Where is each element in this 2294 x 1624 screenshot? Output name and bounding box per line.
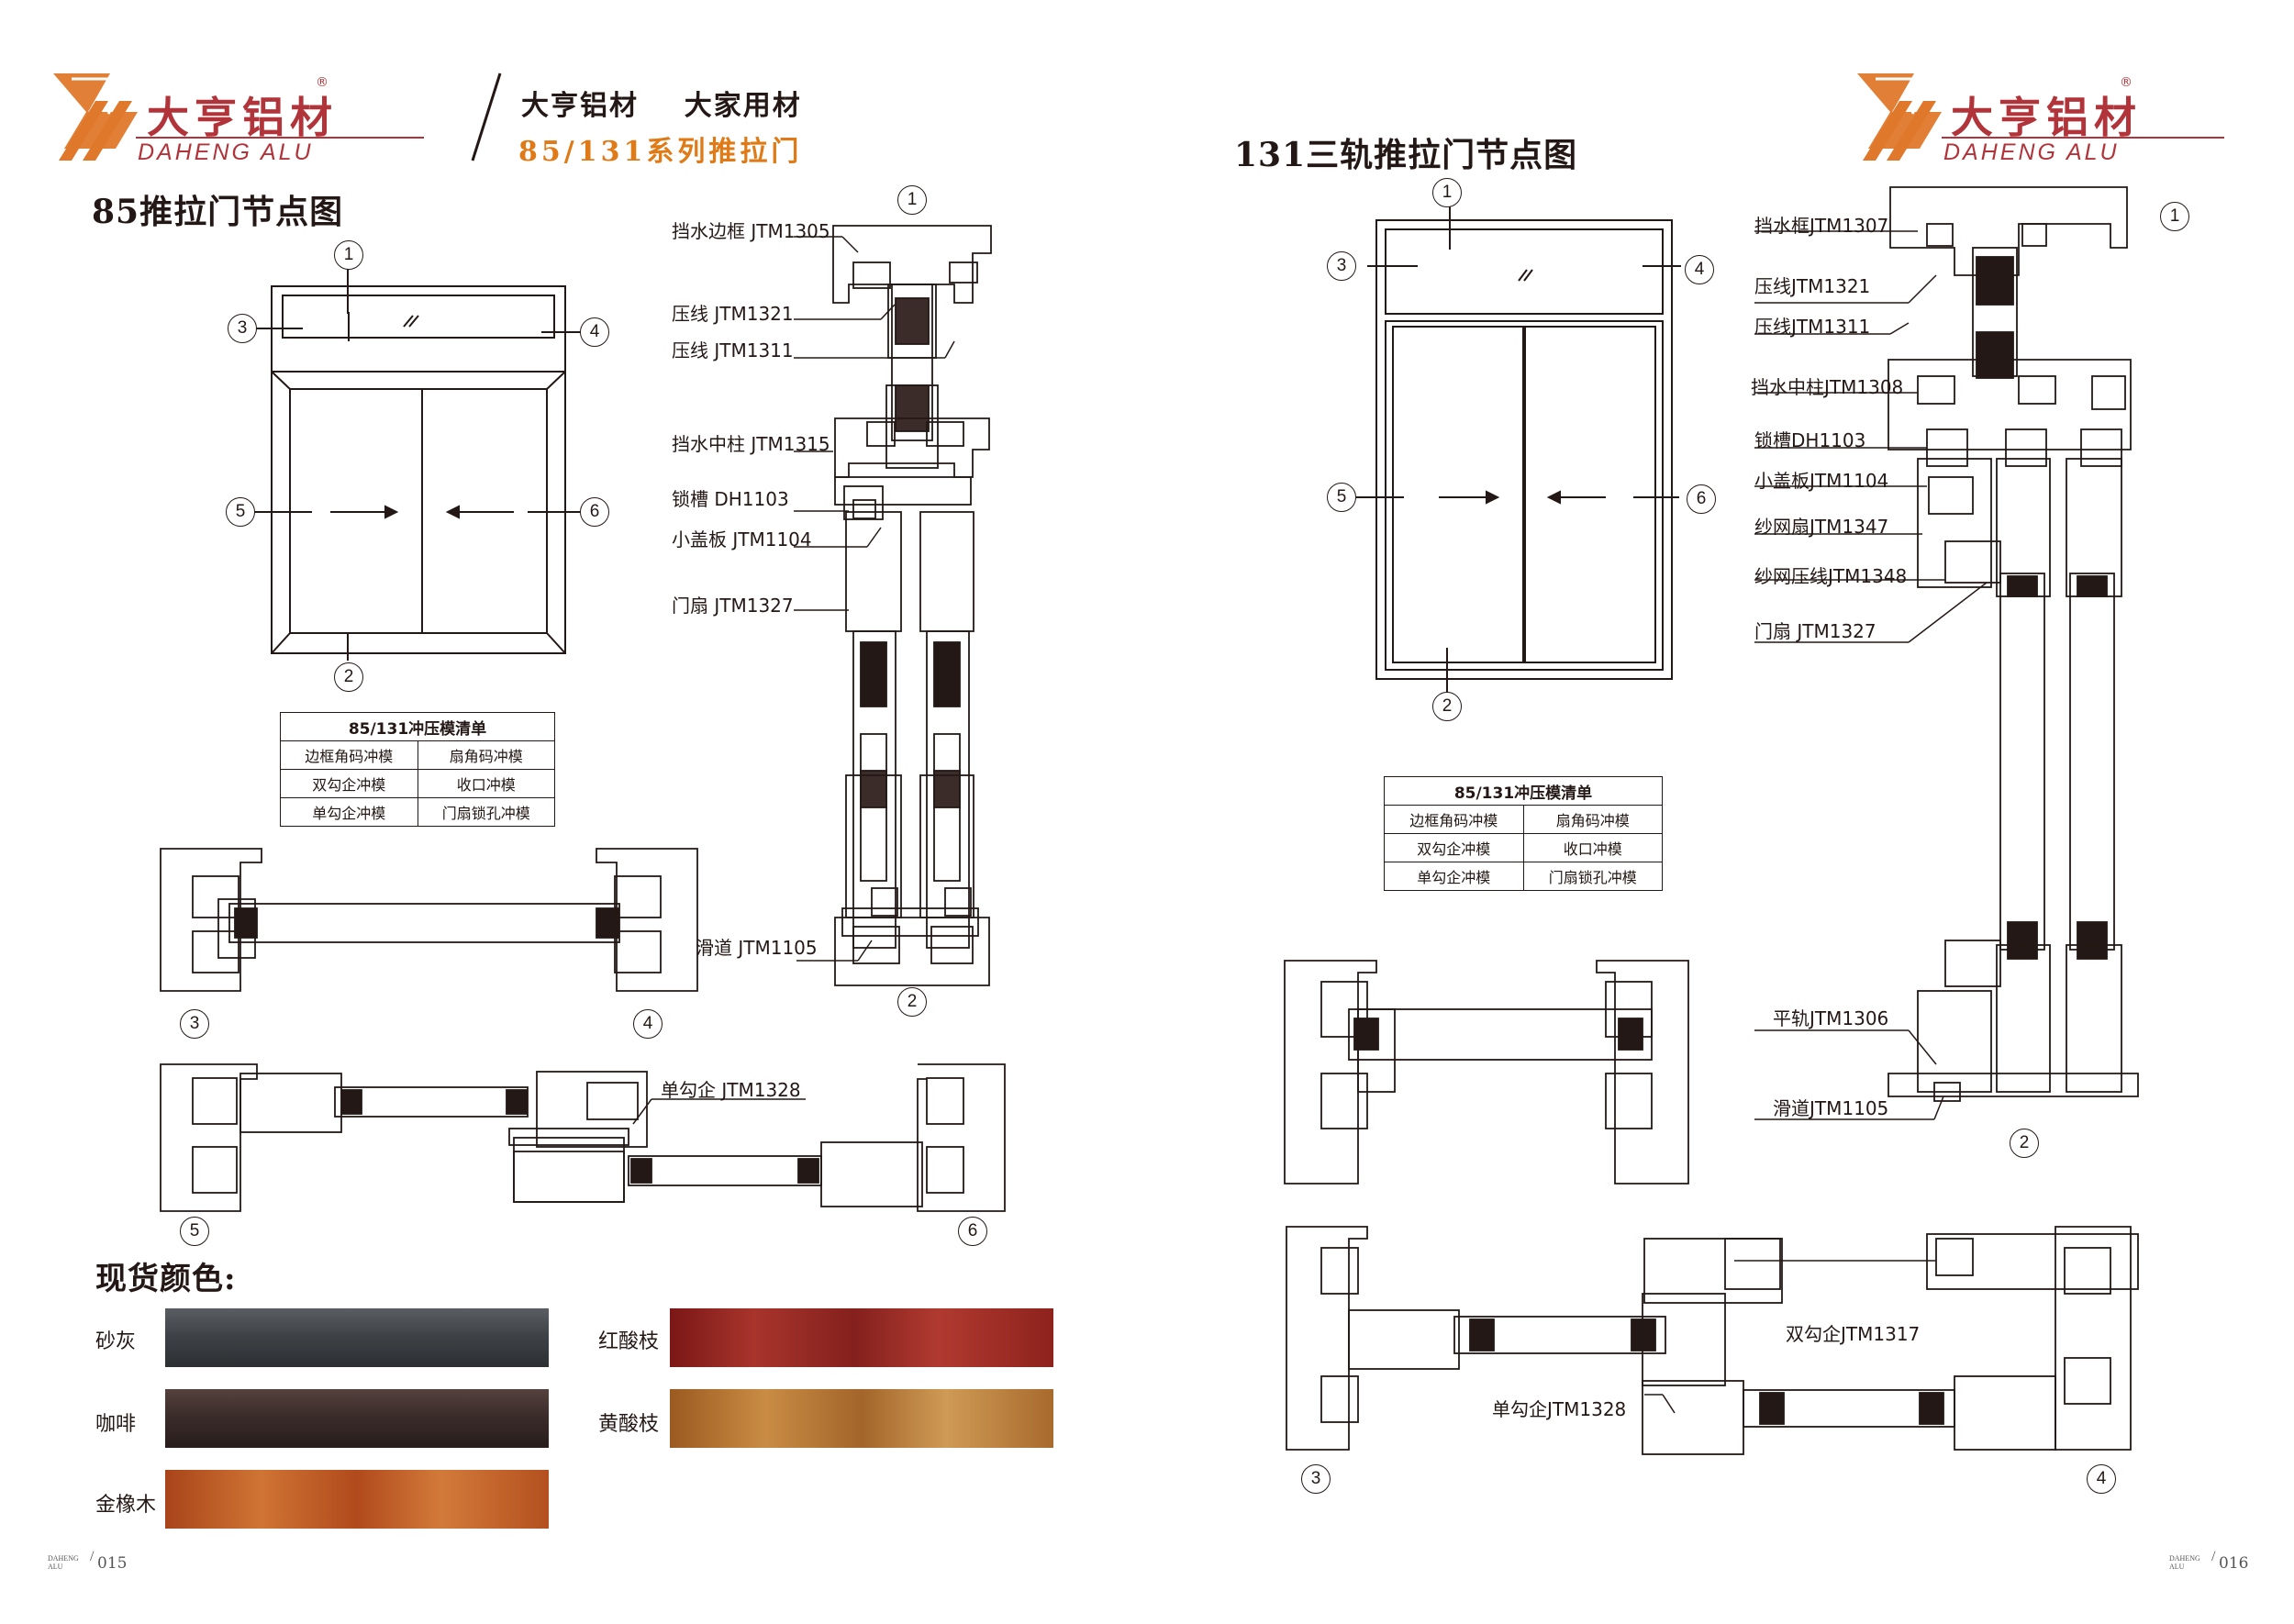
left-page-title: 85推拉门节点图	[92, 193, 344, 231]
label-jtm1307: 挡水框JTM1307	[1754, 215, 1889, 237]
callout-4: 4	[580, 317, 609, 347]
label-jtm1306: 平轨JTM1306	[1773, 1007, 1889, 1029]
color-swatch-sand-grey	[165, 1308, 549, 1367]
label-jtm1347: 纱网扇JTM1347	[1754, 516, 1889, 538]
brand-name-en-right: DAHENG ALU	[1943, 139, 2120, 165]
callout-2: 2	[334, 662, 363, 692]
label-jtm1348: 纱网压线JTM1348	[1754, 565, 1908, 587]
r-section-callout-2: 2	[2010, 1129, 2039, 1158]
color-swatch-coffee	[165, 1389, 549, 1448]
callout-3: 3	[228, 314, 257, 343]
callout-1: 1	[334, 240, 363, 270]
series-title: 85/131系列推拉门	[518, 136, 803, 168]
label-jtm1311: 压线 JTM1311	[672, 339, 794, 362]
color-swatch-golden-oak	[165, 1470, 549, 1529]
section-callout-3: 3	[180, 1009, 209, 1039]
r-section-callout-3: 3	[1301, 1464, 1331, 1494]
brand-name-cn-right: 大亨铝材	[1951, 93, 2142, 142]
colors-title: 现货颜色:	[95, 1261, 237, 1297]
die-cell: 单勾企冲模	[280, 797, 418, 827]
label-jtm1327: 门扇 JTM1327	[672, 595, 794, 617]
footer-slash-right: /	[2211, 1549, 2216, 1564]
right-die-table: 85/131冲压模清单 边框角码冲模扇角码冲模 双勾企冲模收口冲模 单勾企冲模门…	[1384, 776, 1663, 891]
label-jtm1308: 挡水中柱JTM1308	[1751, 376, 1904, 398]
right-page-title: 131三轨推拉门节点图	[1234, 136, 1578, 174]
label-jtm1104: 小盖板 JTM1104	[672, 528, 812, 551]
die-cell: 收口冲模	[1522, 833, 1663, 862]
r-callout-4: 4	[1685, 255, 1714, 284]
brand-slogan: 大亨铝材 大家用材	[521, 90, 802, 122]
right-die-table-title: 85/131冲压模清单	[1384, 776, 1663, 806]
r-callout-5: 5	[1327, 483, 1356, 512]
die-cell: 扇角码冲模	[1522, 805, 1663, 834]
brand-name-en: DAHENG ALU	[138, 139, 314, 165]
r-callout-3: 3	[1327, 251, 1356, 281]
label-r-jtm1311: 压线JTM1311	[1754, 316, 1871, 338]
label-jtm1328: 单勾企 JTM1328	[661, 1079, 801, 1101]
color-label-yellow-rosewood: 黄酸枝	[598, 1413, 660, 1436]
label-r-dh1103: 锁槽DH1103	[1754, 429, 1866, 451]
section-callout-6: 6	[958, 1217, 987, 1246]
die-cell: 双勾企冲模	[280, 769, 418, 798]
label-jtm1305: 挡水边框 JTM1305	[672, 220, 830, 242]
footer-brand-2: ALU	[48, 1563, 63, 1571]
color-swatch-yellow-rosewood	[670, 1389, 1053, 1448]
color-swatch-red-rosewood	[670, 1308, 1053, 1367]
label-jtm1315: 挡水中柱 JTM1315	[672, 433, 830, 455]
label-jtm1105: 滑道 JTM1105	[696, 937, 818, 959]
r-callout-2: 2	[1432, 692, 1462, 721]
registered-mark-right: ®	[2120, 75, 2133, 90]
die-cell: 收口冲模	[417, 769, 555, 798]
die-cell: 单勾企冲模	[1384, 862, 1524, 891]
label-r-jtm1328: 单勾企JTM1328	[1492, 1398, 1627, 1420]
color-label-red-rosewood: 红酸枝	[598, 1330, 660, 1353]
label-r-jtm1105: 滑道JTM1105	[1773, 1097, 1889, 1119]
registered-mark: ®	[316, 75, 329, 90]
footer-brand-1-right: DAHENG	[2169, 1554, 2200, 1563]
section-callout-1: 1	[897, 185, 927, 215]
callout-6: 6	[580, 497, 609, 527]
footer-slash-left: /	[90, 1549, 95, 1564]
left-die-table-title: 85/131冲压模清单	[280, 712, 555, 741]
label-jtm1317: 双勾企JTM1317	[1786, 1323, 1921, 1345]
label-r-jtm1327: 门扇 JTM1327	[1754, 620, 1876, 642]
die-cell: 边框角码冲模	[280, 740, 418, 770]
footer-brand-2-right: ALU	[2169, 1563, 2185, 1571]
label-r-jtm1321: 压线JTM1321	[1754, 275, 1871, 297]
color-label-golden-oak: 金橡木	[95, 1494, 157, 1517]
die-cell: 双勾企冲模	[1384, 833, 1524, 862]
section-callout-2: 2	[897, 987, 927, 1017]
color-label-coffee: 咖啡	[95, 1413, 137, 1436]
r-section-callout-4: 4	[2087, 1464, 2116, 1494]
label-r-jtm1104: 小盖板JTM1104	[1754, 470, 1889, 492]
page-number-left: 015	[97, 1554, 128, 1573]
left-die-table: 85/131冲压模清单 边框角码冲模扇角码冲模 双勾企冲模收口冲模 单勾企冲模门…	[280, 712, 555, 827]
die-cell: 边框角码冲模	[1384, 805, 1524, 834]
r-callout-1: 1	[1432, 178, 1462, 207]
r-callout-6: 6	[1687, 484, 1716, 514]
brand-name-cn: 大亨铝材	[147, 93, 338, 142]
label-jtm1321: 压线 JTM1321	[672, 303, 794, 325]
r-section-callout-1: 1	[2160, 202, 2189, 231]
callout-5: 5	[226, 497, 255, 527]
section-callout-5: 5	[180, 1217, 209, 1246]
color-label-sand-grey: 砂灰	[95, 1330, 137, 1353]
section-callout-4: 4	[633, 1009, 663, 1039]
daheng-logo-icon-right	[1857, 73, 1942, 161]
daheng-logo-icon	[53, 73, 138, 161]
die-cell: 扇角码冲模	[417, 740, 555, 770]
page-number-right: 016	[2219, 1554, 2249, 1573]
label-dh1103: 锁槽 DH1103	[672, 488, 789, 510]
die-cell: 门扇锁孔冲模	[1522, 862, 1663, 891]
footer-brand-1: DAHENG	[48, 1554, 79, 1563]
die-cell: 门扇锁孔冲模	[417, 797, 555, 827]
